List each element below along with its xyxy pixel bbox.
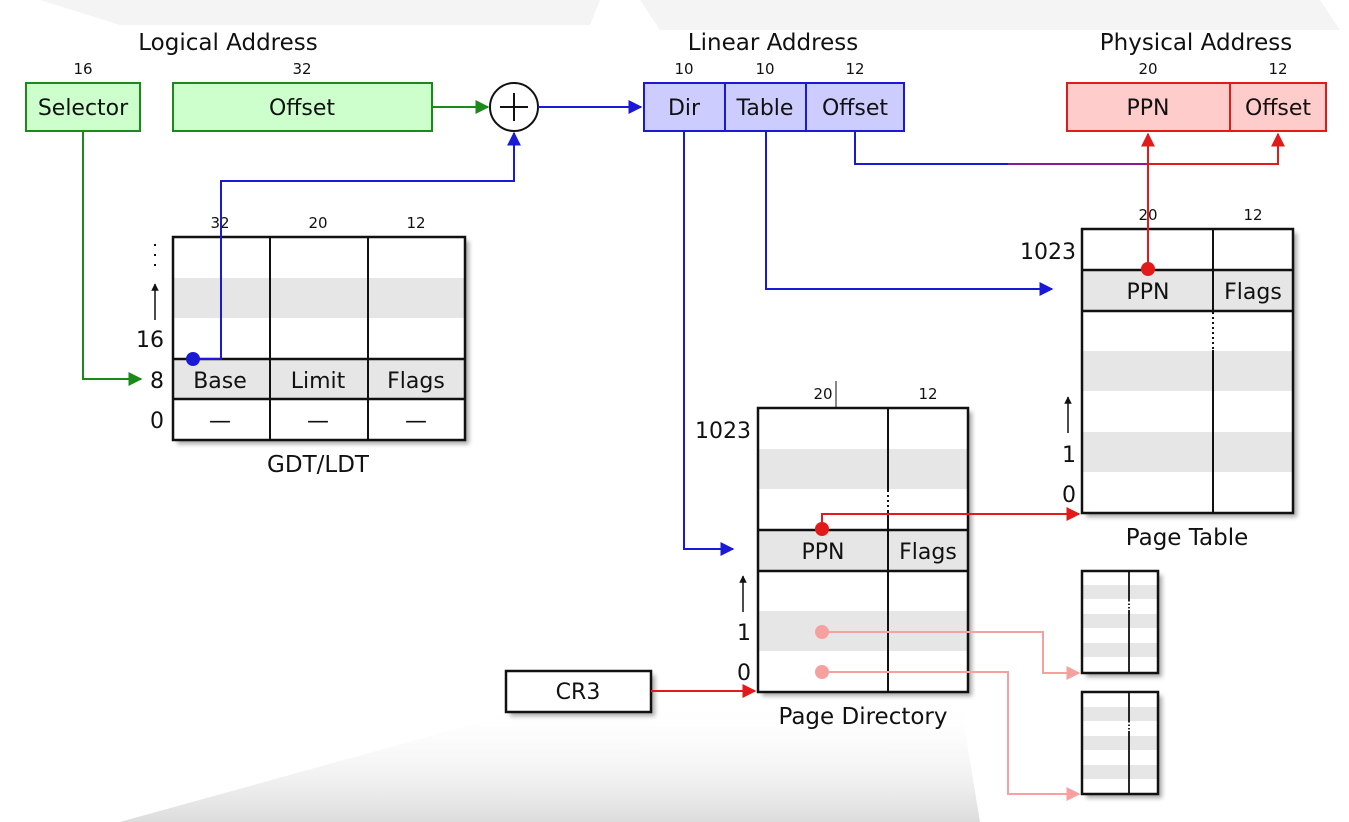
physical-address-field (1066, 82, 1327, 132)
background-shading (40, 0, 1340, 822)
logical-address-title: Logical Address (138, 30, 318, 56)
linear-offset-label: Offset (822, 96, 888, 121)
table-label: Table (736, 96, 794, 121)
pt-ppn-label: PPN (1127, 280, 1170, 305)
gdt-col-bits-limit: 20 (308, 214, 327, 232)
table-to-page-table-arrow (765, 131, 1054, 296)
linear-address-field (643, 82, 905, 132)
pt-index-0: 0 (1062, 483, 1076, 508)
linear-offset-bits: 12 (845, 60, 864, 78)
blue-connectors (193, 100, 1054, 556)
pd-entry-1-arrow (822, 631, 1081, 680)
physical-address: Physical Address 20 12 PPN Offset (1066, 30, 1327, 132)
gdt-index-8: 8 (150, 369, 164, 394)
pd-ppn-dot (815, 522, 829, 536)
gdt-ldt-table: 32 20 12 Base Limit Flags — — — 16 8 0 G… (136, 214, 467, 478)
page-table: 20 12 PPN Flags 1023 1 0 Page Table (1020, 206, 1295, 551)
gdt-flags-label: Flags (387, 369, 445, 394)
gdt-ldt-title: GDT/LDT (267, 452, 370, 478)
pd-index-0: 0 (737, 661, 751, 686)
pd-index-1: 1 (737, 621, 751, 646)
dir-bits: 10 (674, 60, 693, 78)
pd-ppn-label: PPN (802, 540, 845, 565)
gdt-index-0: 0 (150, 409, 164, 434)
gdt-null-flags: — (405, 409, 427, 434)
pd-entry-1-dot (815, 625, 829, 639)
offset-to-physical-connector (854, 131, 1285, 165)
gdt-null-limit: — (307, 409, 329, 434)
selector-field (25, 82, 141, 132)
gdt-index-16: 16 (136, 328, 164, 353)
physical-offset-label: Offset (1245, 96, 1311, 121)
pt-index-1: 1 (1062, 443, 1076, 468)
pt-ppn-dot (1141, 262, 1155, 276)
dir-to-page-directory-arrow (683, 131, 735, 556)
cr3-register: CR3 (504, 669, 653, 714)
physical-ppn-label: PPN (1127, 96, 1170, 121)
physical-ppn-bits: 20 (1138, 60, 1157, 78)
other-page-table-1 (1080, 569, 1160, 675)
linear-address-title: Linear Address (688, 30, 858, 56)
page-table-title: Page Table (1126, 525, 1248, 551)
physical-address-title: Physical Address (1100, 30, 1292, 56)
dir-label: Dir (668, 96, 701, 121)
physical-offset-bits: 12 (1268, 60, 1287, 78)
page-directory-table: 20 12 PPN Flags 1023 1 0 Page Directory (695, 381, 970, 730)
base-to-adder-arrow (193, 131, 521, 360)
green-connectors (82, 100, 490, 386)
gdt-base-dot (186, 352, 200, 366)
cr3-label: CR3 (556, 680, 601, 705)
selector-bits: 16 (73, 60, 92, 78)
pt-flags-label: Flags (1224, 280, 1282, 305)
pd-col-bits-ppn: 20 (813, 385, 832, 403)
selector-label: Selector (38, 96, 129, 121)
table-bits: 10 (755, 60, 774, 78)
gdt-null-base: — (209, 409, 231, 434)
pt-index-top: 1023 (1020, 240, 1076, 265)
pd-index-top: 1023 (695, 419, 751, 444)
pt-col-bits-flags: 12 (1243, 206, 1262, 224)
other-page-table-2 (1080, 690, 1160, 796)
page-directory-title: Page Directory (779, 704, 948, 730)
pd-entry-0-arrow (822, 671, 1081, 801)
logical-offset-label: Offset (269, 96, 335, 121)
linear-address: Linear Address 10 10 12 Dir Table Offset (643, 30, 905, 132)
selector-to-gdt-arrow (82, 131, 143, 386)
gdt-limit-label: Limit (291, 369, 346, 394)
pink-connectors (822, 631, 1081, 801)
gdt-col-bits-flags: 12 (406, 214, 425, 232)
plus-circle-icon (489, 82, 539, 132)
pd-flags-label: Flags (899, 540, 957, 565)
logical-address: Logical Address 16 32 Selector Offset (25, 30, 433, 132)
pd-entry-0-dot (815, 665, 829, 679)
pd-col-bits-flags: 12 (918, 385, 937, 403)
logical-offset-bits: 32 (292, 60, 311, 78)
offset-to-physical-arrow (1148, 132, 1285, 165)
gdt-base-label: Base (193, 369, 247, 394)
